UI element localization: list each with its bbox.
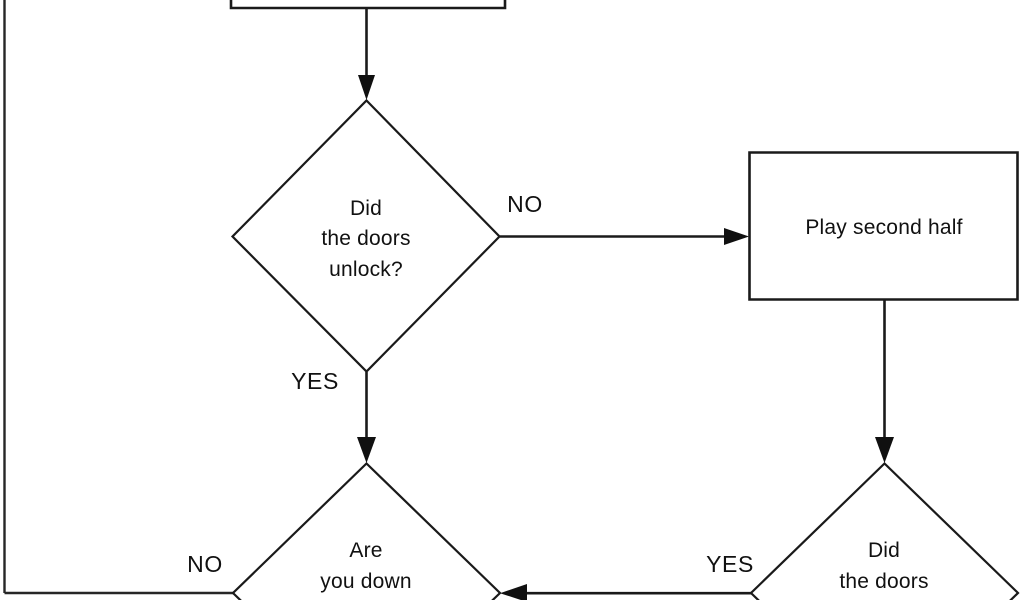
edge-unlock-no bbox=[500, 228, 749, 245]
arrow-left-icon bbox=[500, 584, 527, 600]
decision-doors-unlock-diamond bbox=[230, 98, 502, 374]
node-text-line3: unlock? bbox=[329, 258, 403, 281]
edge-playsecondhalf-to-doors bbox=[875, 300, 894, 463]
play-second-half-rect bbox=[748, 151, 1019, 301]
edge-topbox-to-unlock bbox=[358, 8, 375, 100]
top-box-rect bbox=[229, 0, 507, 10]
arrow-down-icon bbox=[358, 75, 375, 100]
node-text-line1: Are bbox=[349, 539, 382, 562]
decision-are-you-down-diamond bbox=[231, 461, 502, 600]
edge-label-down-no: NO bbox=[187, 551, 223, 577]
node-text-line1: Did bbox=[868, 539, 900, 562]
edge-doors-yes bbox=[500, 584, 751, 600]
edge-label-unlock-yes: YES bbox=[291, 368, 339, 394]
top-box-node bbox=[229, 0, 507, 10]
node-text-line2: the doors bbox=[321, 227, 410, 250]
edge-unlock-yes bbox=[357, 372, 376, 463]
decision-did-the-doors-label: Did the doors bbox=[839, 539, 928, 593]
node-text-line2: the doors bbox=[839, 570, 928, 593]
play-second-half-node bbox=[748, 151, 1019, 301]
arrow-right-icon bbox=[724, 228, 749, 245]
node-text-line1: Did bbox=[350, 197, 382, 220]
arrow-down-icon bbox=[357, 437, 376, 463]
decision-doors-unlock bbox=[230, 98, 502, 374]
node-text-line2: you down bbox=[320, 570, 412, 593]
edge-label-unlock-no: NO bbox=[507, 191, 543, 217]
play-second-half-label: Play second half bbox=[805, 216, 962, 239]
loopback-path bbox=[3, 0, 250, 595]
decision-are-you-down bbox=[231, 461, 502, 600]
decision-are-you-down-label: Are you down bbox=[320, 539, 412, 593]
edge-label-doors-yes: YES bbox=[706, 551, 754, 577]
decision-doors-unlock-label: Did the doors unlock? bbox=[321, 197, 410, 281]
node-text-line1: Play second half bbox=[805, 216, 962, 239]
decision-did-the-doors-diamond bbox=[749, 461, 1020, 600]
decision-did-the-doors bbox=[749, 461, 1020, 600]
arrow-down-icon bbox=[875, 437, 894, 463]
